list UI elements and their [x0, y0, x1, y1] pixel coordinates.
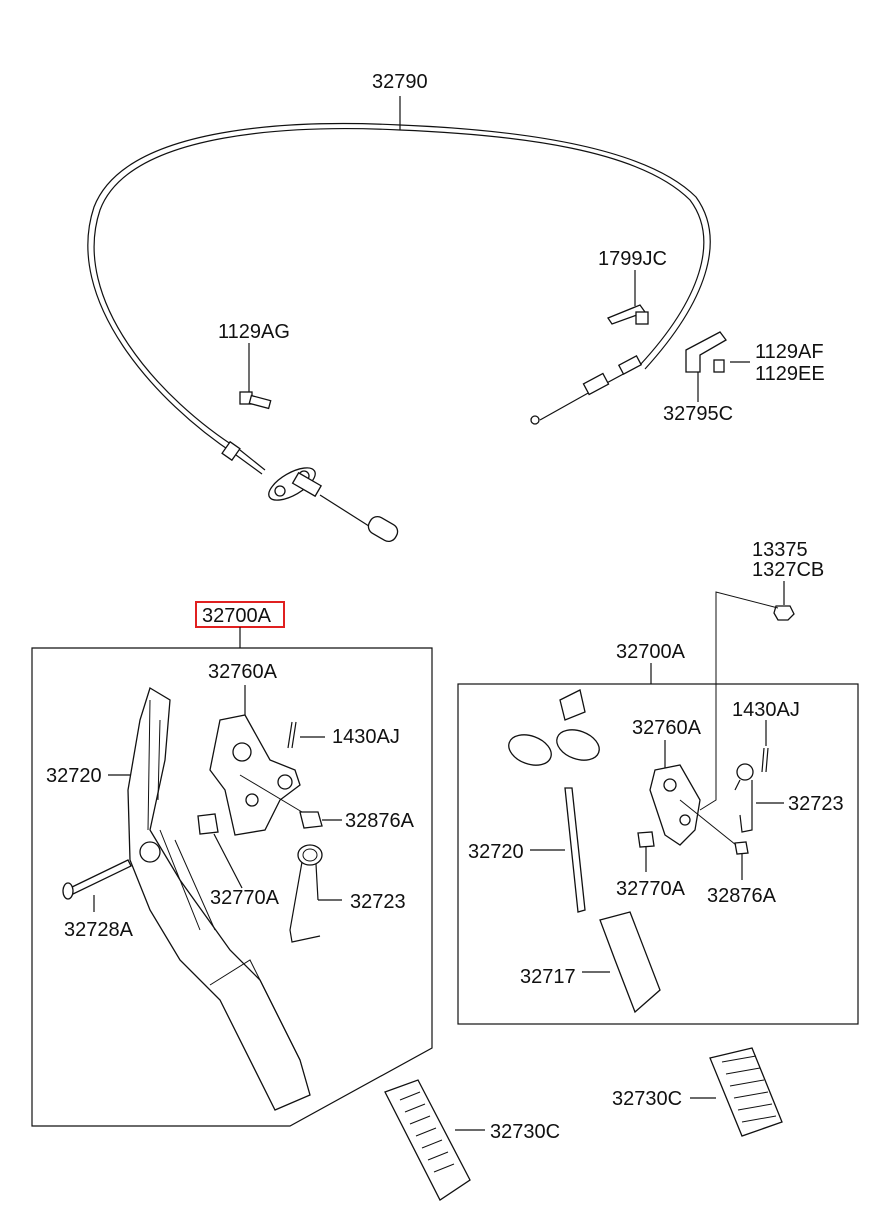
assy-left-frame — [31, 647, 433, 1127]
pedal-arm-right — [508, 689, 661, 1014]
label-bracket-right: 32760A — [632, 717, 702, 739]
label-spring-left: 32723 — [350, 891, 406, 913]
label-shaft: 32728A — [64, 919, 134, 941]
label-bolt-left: 1129AG — [218, 321, 290, 343]
label-stopper-left: 32876A — [345, 810, 415, 832]
leader-stopper-right-dashed — [679, 799, 737, 846]
label-pedal-right: 32717 — [520, 966, 576, 988]
shaft-part — [62, 859, 132, 900]
bracket-right-part — [649, 764, 701, 846]
label-arm-left: 32720 — [46, 765, 102, 787]
label-clip: 1799JC — [598, 248, 667, 270]
stopper-left-part — [299, 811, 323, 829]
label-cable: 32790 — [372, 71, 428, 93]
pin-left-part — [287, 721, 297, 749]
clip-part — [607, 304, 649, 325]
label-bolt-right-b: 1129EE — [755, 363, 825, 385]
label-bracket: 32795C — [663, 403, 733, 425]
label-nut-a: 13375 — [752, 539, 808, 561]
pad-right-part — [709, 1047, 783, 1137]
label-pad-left: 32730C — [490, 1121, 560, 1143]
spring-left-part — [289, 844, 323, 943]
leader-bushing-left — [213, 833, 243, 889]
label-bolt-right-a: 1129AF — [755, 341, 824, 363]
spring-right-part — [734, 763, 754, 833]
leader-stopper-left-dashed — [239, 774, 303, 813]
bolt-left-part — [239, 391, 272, 410]
label-pin-left: 1430AJ — [332, 726, 400, 748]
bracket-part — [685, 331, 727, 373]
bracket-left-part — [209, 714, 301, 836]
accelerator-cable — [87, 122, 711, 543]
bushing-left-part — [197, 813, 219, 835]
label-assy-right: 32700A — [616, 641, 686, 663]
label-bushing-left: 32770A — [210, 887, 280, 909]
assy-right-frame — [457, 683, 859, 1025]
label-bracket-left: 32760A — [208, 661, 278, 683]
label-arm-right: 32720 — [468, 841, 524, 863]
bushing-right-part — [637, 831, 655, 848]
label-nut-b: 1327CB — [752, 559, 824, 581]
label-bushing-right: 32770A — [616, 878, 686, 900]
label-pad-right: 32730C — [612, 1088, 682, 1110]
label-pin-right: 1430AJ — [732, 699, 800, 721]
label-stopper-right: 32876A — [707, 885, 777, 907]
pedal-arm-left — [127, 687, 311, 1111]
pin-right-part — [761, 747, 769, 773]
label-assy-left: 32700A — [202, 605, 272, 627]
leader-nut-to-assembly — [699, 591, 779, 811]
pad-left-part — [384, 1079, 471, 1201]
stopper-right-part — [734, 841, 749, 855]
nut-part — [773, 605, 795, 621]
label-spring-right: 32723 — [788, 793, 844, 815]
